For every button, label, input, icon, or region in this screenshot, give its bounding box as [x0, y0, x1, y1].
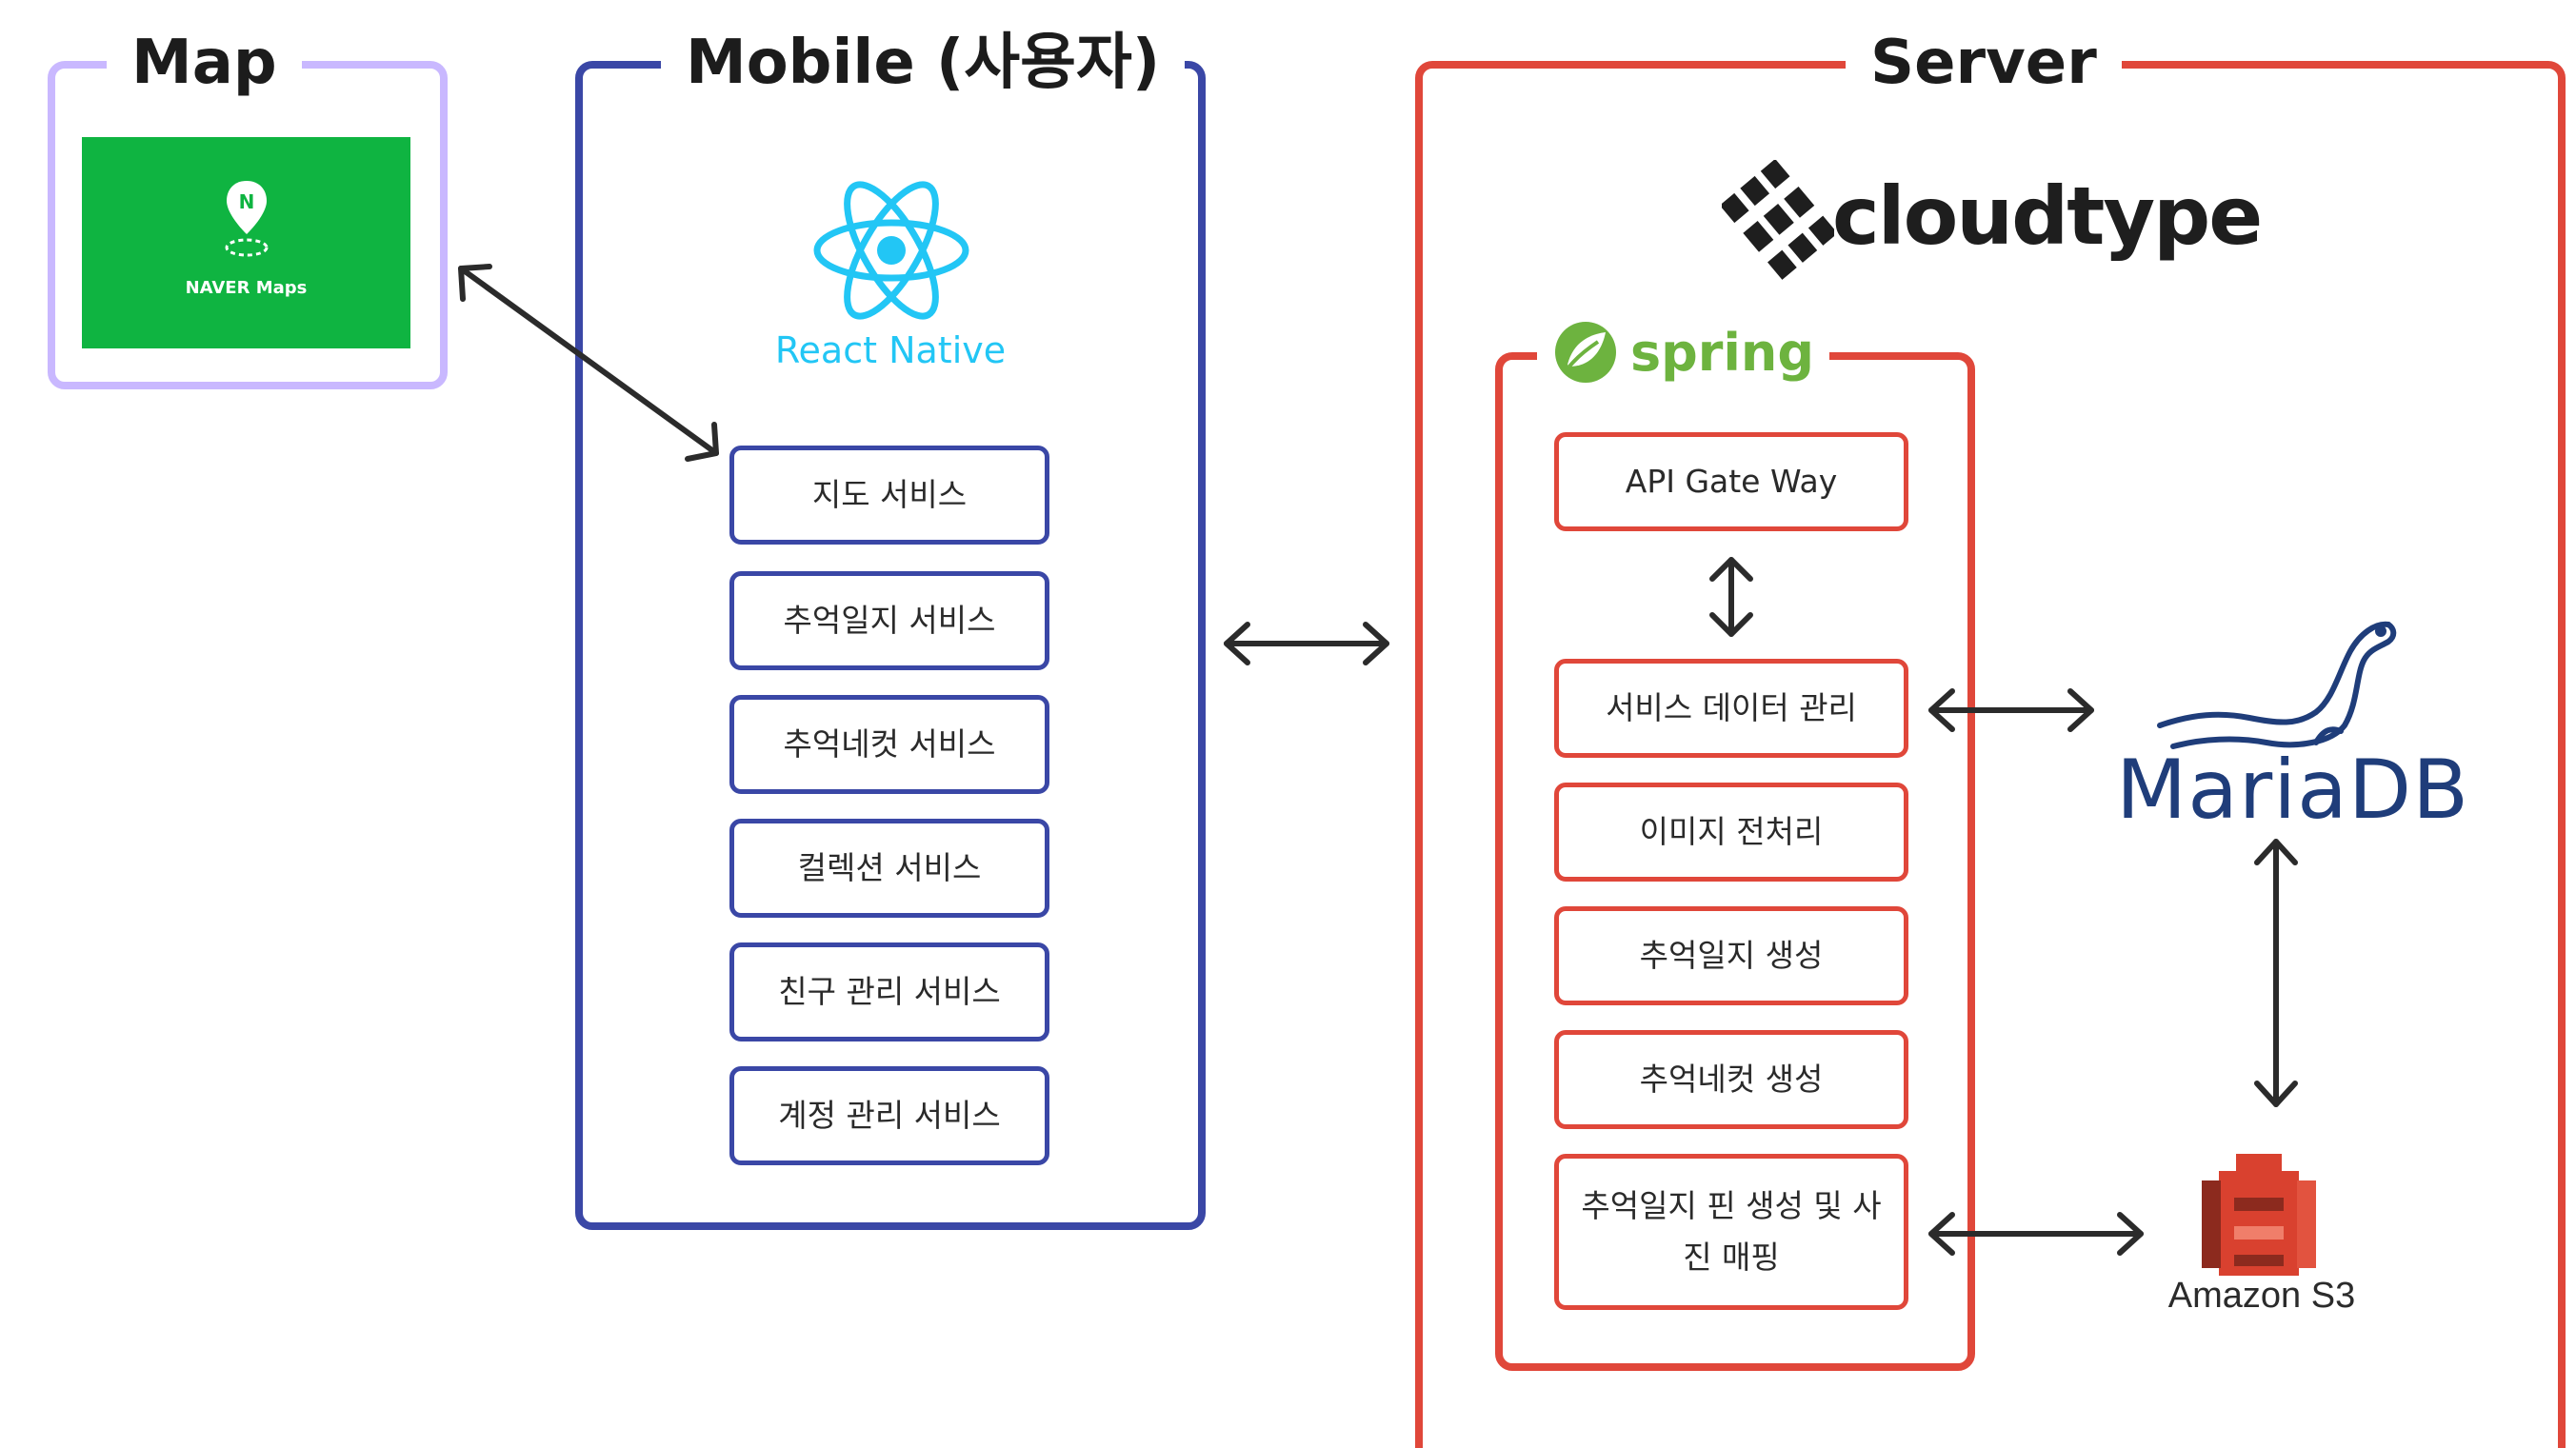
collection-service-box: 컬렉션 서비스 [729, 819, 1049, 918]
cloudtype-wordmark: cloudtype [1832, 169, 2263, 263]
naver-pin-letter: N [239, 190, 255, 213]
naver-maps-logo: N NAVER Maps [82, 137, 410, 348]
spring-wordmark: spring [1630, 322, 1815, 383]
map-service-box: 지도 서비스 [729, 446, 1049, 545]
mariadb-seal-icon [2157, 621, 2397, 749]
journal-pin-photo-mapping-box: 추억일지 핀 생성 및 사진 매핑 [1554, 1154, 1908, 1310]
service-data-management-box: 서비스 데이터 관리 [1554, 659, 1908, 758]
cloudtype-logo-icon [1722, 160, 1834, 280]
amazon-s3-label: Amazon S3 [2167, 1276, 2356, 1316]
spring-leaf-icon [1555, 322, 1616, 383]
memory-four-cut-creation-box: 추억네컷 생성 [1554, 1030, 1908, 1129]
memory-four-cut-service-box: 추억네컷 서비스 [729, 695, 1049, 794]
image-preprocessing-box: 이미지 전처리 [1554, 783, 1908, 882]
api-gateway-box: API Gate Way [1554, 432, 1908, 531]
mobile-group-title: Mobile (사용자) [661, 25, 1186, 101]
server-group-title: Server [1846, 25, 2122, 101]
map-group-title: Map [107, 25, 302, 101]
mobile-to-server-arrow [1224, 622, 1389, 665]
memory-journal-service-box: 추억일지 서비스 [729, 571, 1049, 670]
spring-logo: spring [1537, 314, 1830, 390]
amazon-s3-icon [2202, 1154, 2316, 1276]
memory-journal-creation-box: 추억일지 생성 [1554, 906, 1908, 1005]
friend-management-service-box: 친구 관리 서비스 [729, 942, 1049, 1041]
mariadb-wordmark: MariaDB [2116, 743, 2470, 838]
naver-maps-label: NAVER Maps [185, 278, 308, 298]
account-management-service-box: 계정 관리 서비스 [729, 1066, 1049, 1165]
naver-map-pin-icon: N [225, 181, 269, 257]
react-native-label: React Native [774, 329, 1007, 371]
react-atom-icon [813, 181, 969, 320]
